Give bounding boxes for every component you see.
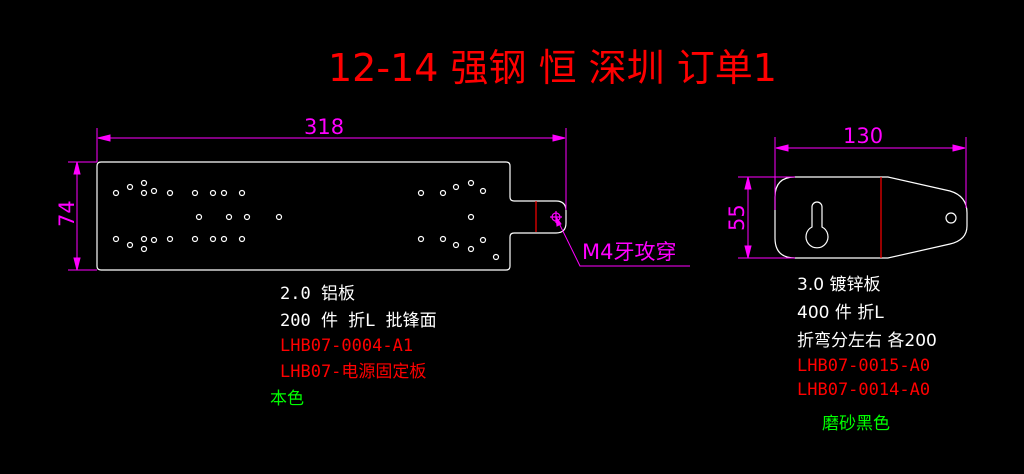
leader-line <box>555 216 690 267</box>
dimension-130: 130 <box>843 124 883 148</box>
hole <box>243 213 251 221</box>
hole <box>191 235 199 243</box>
part2-outline <box>774 176 968 259</box>
hole <box>140 235 148 243</box>
mounting-hole <box>945 212 957 224</box>
part1-holes <box>112 179 500 261</box>
part2-drawing <box>774 176 968 259</box>
hole <box>150 187 158 195</box>
hole <box>140 189 148 197</box>
hole <box>439 189 447 197</box>
part1-qty: 200 件 折L 批锋面 <box>280 311 437 331</box>
dimension-318: 318 <box>304 115 344 139</box>
part1-code: LHB07-0004-A1 <box>280 336 413 356</box>
part2-qty: 400 件 折L <box>797 303 884 323</box>
hole <box>191 189 199 197</box>
drawing-title: 12-14 强钢 恒 深圳 订单1 <box>328 46 777 90</box>
part2-notes: 3.0 镀锌板 400 件 折L 折弯分左右 各200 LHB07-0015-A… <box>797 275 937 434</box>
hole <box>452 241 460 249</box>
thread-note: M4牙攻穿 <box>582 240 676 264</box>
part1-drawing <box>96 161 567 271</box>
hole <box>166 235 174 243</box>
dimension-74: 74 <box>55 200 79 227</box>
part1-dimensions <box>68 128 690 271</box>
part1-material: 2.0 铝板 <box>280 284 355 304</box>
hole <box>238 189 246 197</box>
part1-name: LHB07-电源固定板 <box>280 362 426 382</box>
hole <box>140 245 148 253</box>
hole <box>126 183 134 191</box>
part2-finish: 磨砂黑色 <box>822 414 890 434</box>
hole <box>220 189 228 197</box>
hole <box>479 236 487 244</box>
hole <box>467 245 475 253</box>
part2-bend: 折弯分左右 各200 <box>797 331 937 351</box>
dimension-55: 55 <box>725 204 749 231</box>
part2-code1: LHB07-0015-A0 <box>797 356 930 376</box>
hole <box>209 235 217 243</box>
dimension-arrow-icon <box>744 176 752 259</box>
hole <box>417 189 425 197</box>
hole <box>225 213 233 221</box>
hole <box>467 213 475 221</box>
hole <box>275 213 283 221</box>
hole <box>220 235 228 243</box>
hole <box>209 189 217 197</box>
hole <box>492 253 500 261</box>
hole <box>439 235 447 243</box>
hole <box>126 241 134 249</box>
part1-notes: 2.0 铝板 200 件 折L 批锋面 LHB07-0004-A1 LHB07-… <box>270 284 437 409</box>
leader-arrow-icon <box>555 215 562 227</box>
hole <box>238 235 246 243</box>
hole <box>112 189 120 197</box>
part1-outline <box>96 161 567 271</box>
hole <box>166 189 174 197</box>
dimension-arrow-icon <box>775 144 966 152</box>
hole <box>112 235 120 243</box>
hole <box>467 179 475 187</box>
hole <box>417 235 425 243</box>
dimension-arrow-icon <box>73 161 81 271</box>
part2-dimensions <box>738 137 967 259</box>
hole <box>195 213 203 221</box>
hole <box>479 187 487 195</box>
hole <box>140 179 148 187</box>
part1-finish: 本色 <box>270 389 304 409</box>
part2-code2: LHB07-0014-A0 <box>797 380 930 400</box>
hole <box>452 183 460 191</box>
keyhole-slot <box>805 201 829 249</box>
dimension-arrow-icon <box>97 134 566 142</box>
hole <box>150 236 158 244</box>
part2-material: 3.0 镀锌板 <box>797 275 880 295</box>
